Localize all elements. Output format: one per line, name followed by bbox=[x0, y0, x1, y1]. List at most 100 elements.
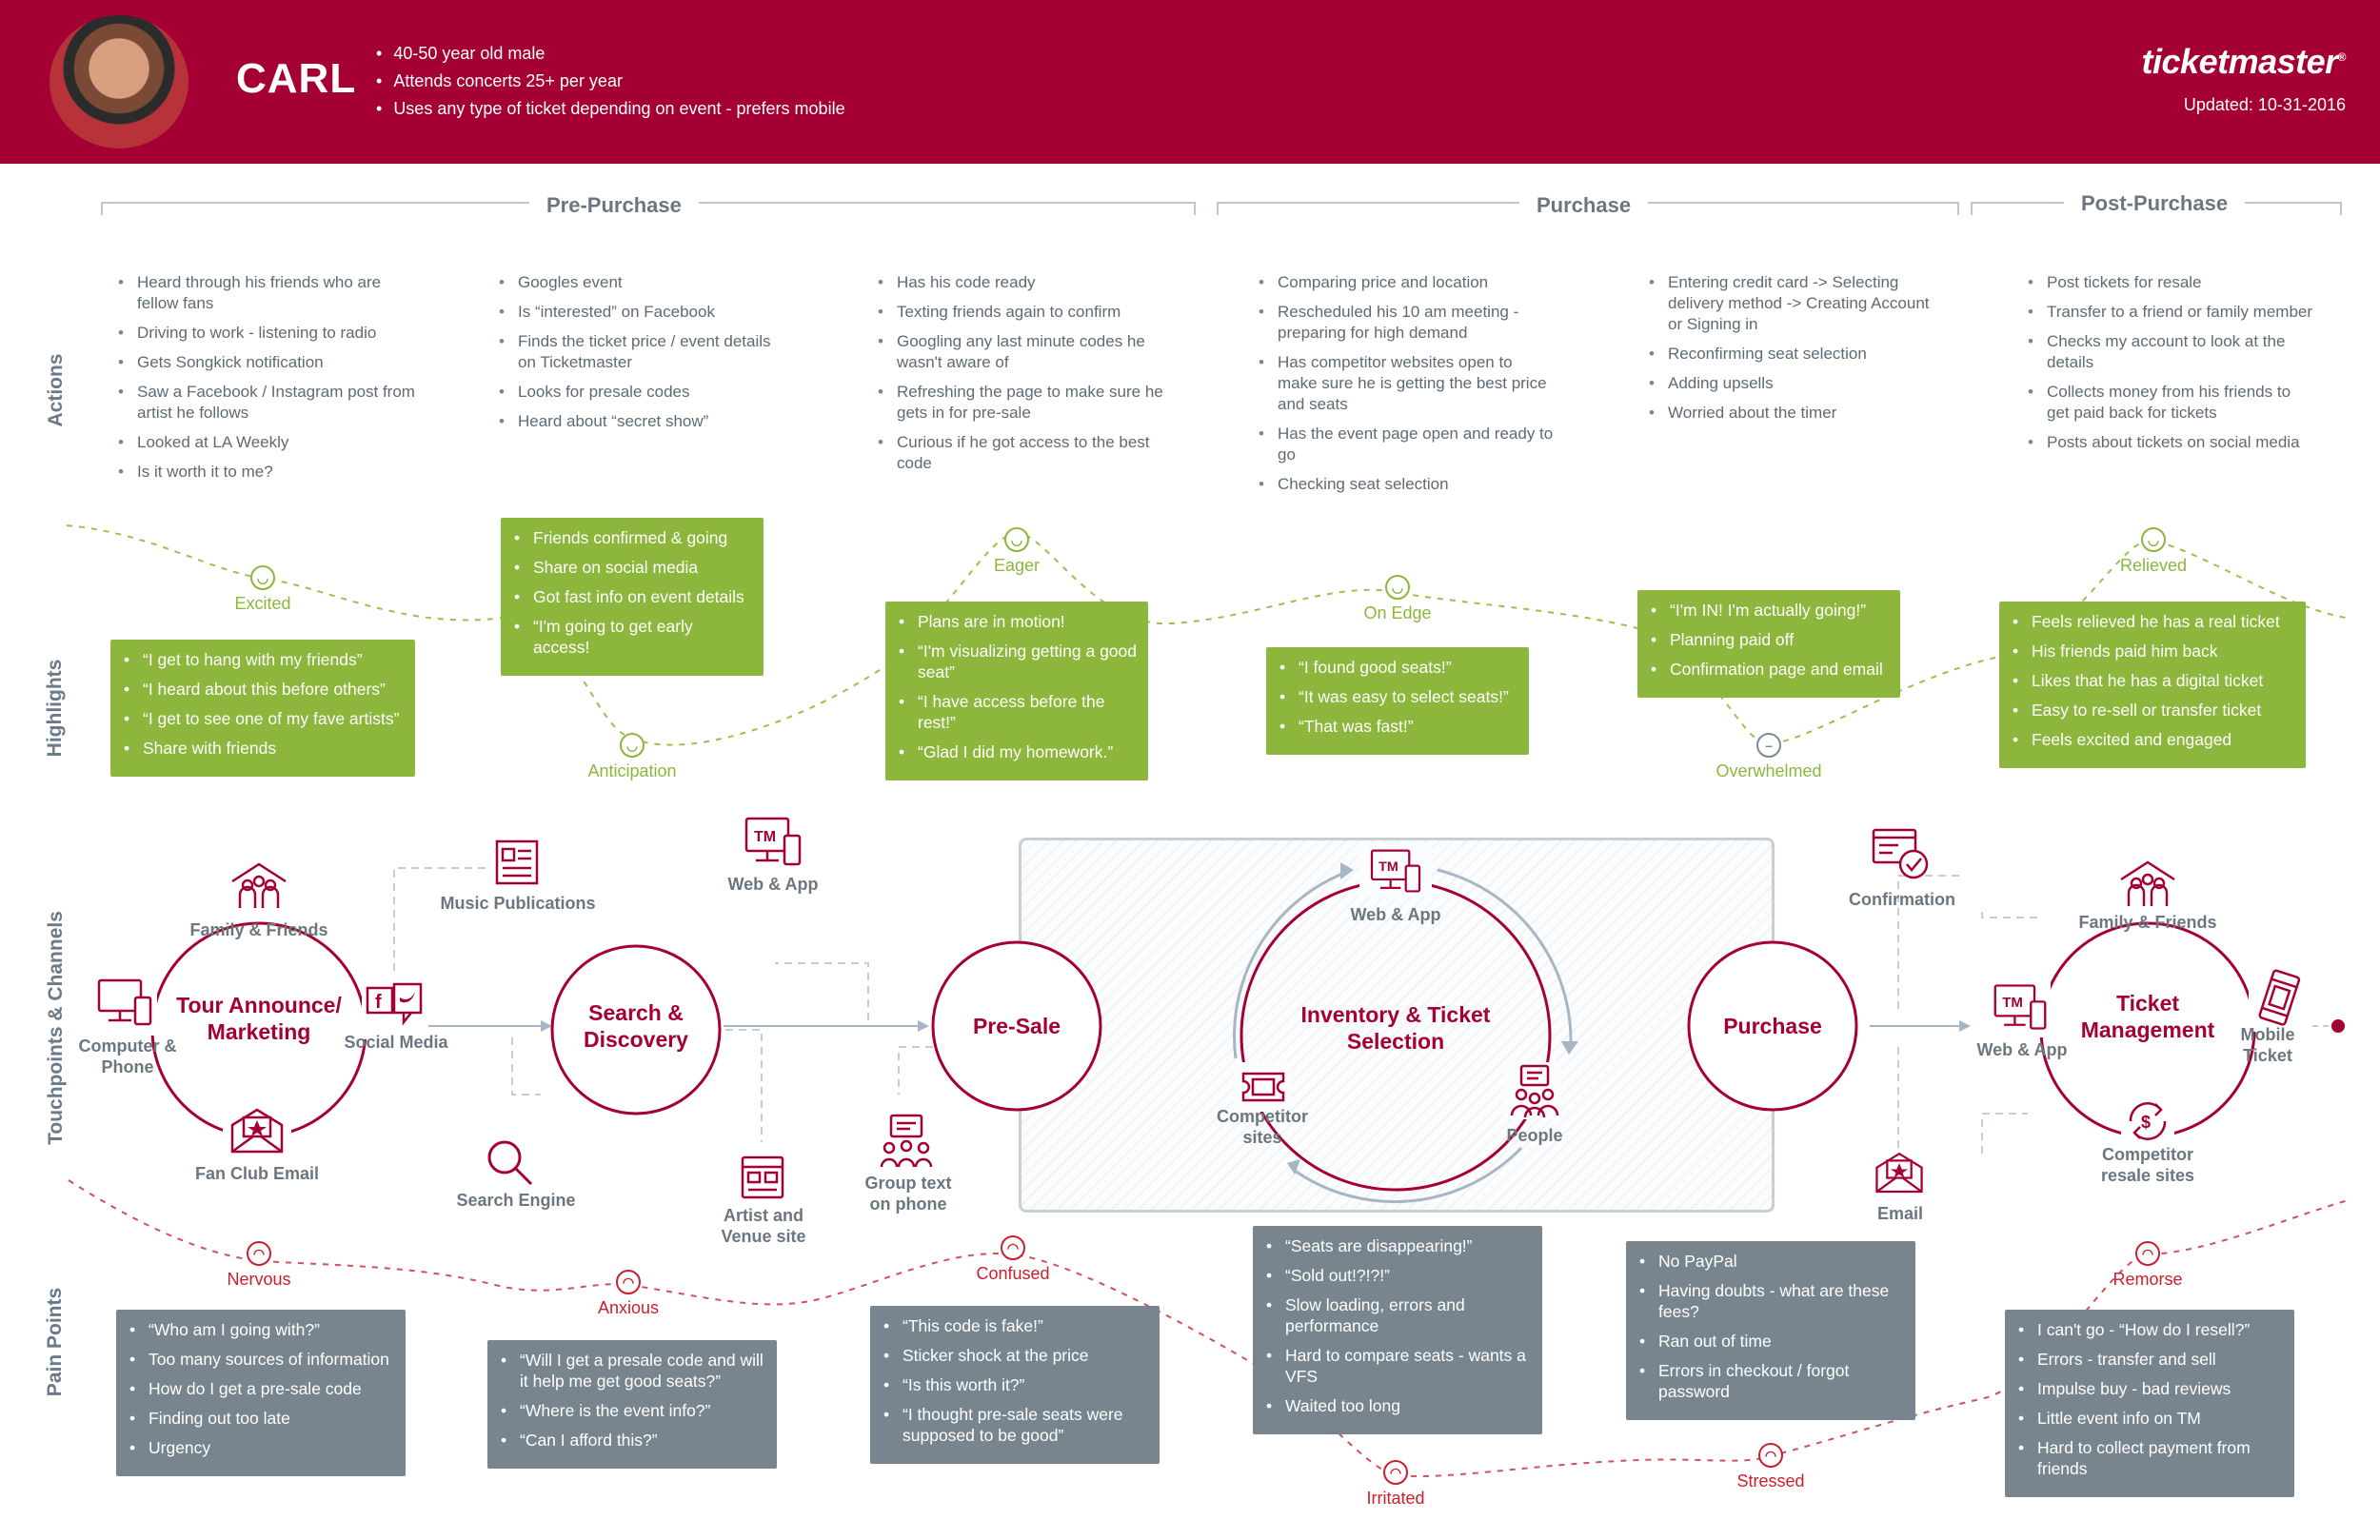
channel-computer-phone: Computer & Phone bbox=[78, 1037, 177, 1076]
actions-column-2: Googles event Is “interested” on Faceboo… bbox=[499, 272, 784, 441]
action-item: Post tickets for resale bbox=[2028, 272, 2313, 293]
icon-backer bbox=[1234, 1062, 1291, 1112]
highlight-item: Share on social media bbox=[514, 557, 752, 578]
channel-music-publications: Music Publications bbox=[440, 894, 596, 913]
twitter-glyph bbox=[400, 992, 415, 1003]
pain-point-box: “Seats are disappearing!” “Sold out!?!?!… bbox=[1253, 1226, 1542, 1434]
action-item: Worried about the timer bbox=[1649, 403, 1944, 424]
channel-fan-club-email: Fan Club Email bbox=[194, 1164, 320, 1183]
group-text-icon bbox=[880, 1114, 933, 1168]
channel-family-friends: Family & Friends bbox=[2078, 913, 2217, 932]
cycle-arrow-heads bbox=[1287, 862, 1578, 1175]
action-item: Heard through his friends who are fellow… bbox=[118, 272, 423, 314]
pain-curve bbox=[68, 1179, 2352, 1477]
purchase-ring bbox=[1687, 940, 1858, 1112]
web-app-icon: TM bbox=[1993, 984, 2047, 1030]
emotion-irritated: ◠ Irritated bbox=[1319, 1460, 1472, 1509]
action-item: Is “interested” on Facebook bbox=[499, 302, 784, 323]
tm-glyph: TM bbox=[1378, 859, 1398, 875]
emotion-label: Stressed bbox=[1736, 1471, 1805, 1491]
pain-point-item: Errors - transfer and sell bbox=[2018, 1349, 2283, 1370]
pain-point-box: I can't go - “How do I resell?” Errors -… bbox=[2005, 1310, 2294, 1497]
tm-glyph: TM bbox=[754, 829, 776, 845]
pain-point-item: “Who am I going with?” bbox=[129, 1319, 394, 1340]
action-item: Checks my account to look at the details bbox=[2028, 331, 2313, 373]
confirmation-icon bbox=[1872, 828, 1929, 879]
sad-face-icon: ◠ bbox=[247, 1241, 271, 1266]
action-item: Gets Songkick notification bbox=[118, 352, 423, 373]
channel-group-text: Group text on phone bbox=[864, 1174, 952, 1214]
highlight-box: “I found good seats!” “It was easy to se… bbox=[1266, 647, 1529, 755]
pain-point-item: “Seats are disappearing!” bbox=[1266, 1235, 1531, 1256]
pain-point-item: “This code is fake!” bbox=[883, 1315, 1148, 1336]
sad-face-icon: ◠ bbox=[616, 1270, 641, 1294]
channel-web-app: Web & App bbox=[727, 875, 819, 894]
sad-face-icon: ◠ bbox=[1758, 1443, 1783, 1468]
persona-fact: Uses any type of ticket depending on eve… bbox=[376, 95, 1042, 123]
emotion-label: Remorse bbox=[2112, 1270, 2183, 1289]
emotion-relieved: ◡ Relieved bbox=[2077, 527, 2230, 576]
tm-glyph: TM bbox=[2002, 995, 2023, 1011]
artist-venue-icon bbox=[741, 1155, 784, 1199]
happy-face-icon: ◡ bbox=[2141, 527, 2166, 552]
action-item: Posts about tickets on social media bbox=[2028, 432, 2313, 453]
highlight-item: Easy to re-sell or transfer ticket bbox=[2013, 700, 2294, 721]
highlight-item: “I'm going to get early access! bbox=[514, 616, 752, 658]
pain-point-item: Sticker shock at the price bbox=[883, 1345, 1148, 1366]
channel-email: Email bbox=[1876, 1204, 1924, 1223]
highlight-box: Feels relieved he has a real ticket His … bbox=[1999, 602, 2306, 768]
action-item: Driving to work - listening to radio bbox=[118, 323, 423, 344]
action-item: Heard about “secret show” bbox=[499, 411, 784, 432]
action-item: Has his code ready bbox=[878, 272, 1173, 293]
highlight-item: “I'm IN! I'm actually going!” bbox=[1651, 600, 1889, 621]
pain-point-box: “This code is fake!” Sticker shock at th… bbox=[870, 1306, 1160, 1464]
stage-tour-announce: Tour Announce/ Marketing bbox=[176, 993, 342, 1044]
highlight-box: “I'm IN! I'm actually going!” Planning p… bbox=[1637, 590, 1900, 698]
people-icon bbox=[1510, 1064, 1559, 1117]
stage-pre-sale: Pre-Sale bbox=[972, 1014, 1061, 1038]
social-media-icon: f bbox=[366, 982, 423, 1026]
mobile-ticket-icon bbox=[2258, 969, 2301, 1026]
pain-point-item: “Can I afford this?” bbox=[501, 1430, 765, 1451]
happy-face-icon: ◡ bbox=[1385, 575, 1410, 600]
channel-confirmation: Confirmation bbox=[1849, 890, 1955, 909]
action-item: Refreshing the page to make sure he gets… bbox=[878, 382, 1173, 424]
action-item: Googles event bbox=[499, 272, 784, 293]
happy-face-icon: ◡ bbox=[250, 565, 275, 590]
pain-point-item: Having doubts - what are these fees? bbox=[1639, 1280, 1904, 1322]
emotion-label: Anticipation bbox=[587, 761, 677, 780]
happy-face-icon: ◡ bbox=[620, 733, 645, 758]
persona-fact: Attends concerts 25+ per year bbox=[376, 68, 1042, 95]
channel-connectors bbox=[393, 867, 2037, 1154]
channel-people: People bbox=[1506, 1126, 1563, 1145]
neutral-face-icon: – bbox=[1756, 733, 1781, 758]
pain-point-item: How do I get a pre-sale code bbox=[129, 1378, 394, 1399]
pain-point-item: “Will I get a presale code and will it h… bbox=[501, 1350, 765, 1392]
pain-point-item: Too many sources of information bbox=[129, 1349, 394, 1370]
action-item: Texting friends again to confirm bbox=[878, 302, 1173, 323]
family-icon bbox=[2120, 860, 2175, 906]
pain-point-item: Errors in checkout / forgot password bbox=[1639, 1360, 1904, 1402]
channel-family-friends: Family & Friends bbox=[189, 920, 328, 939]
fan-club-email-icon bbox=[230, 1108, 284, 1154]
pain-point-item: Urgency bbox=[129, 1437, 394, 1458]
highlight-item: Share with friends bbox=[124, 738, 404, 759]
avatar bbox=[50, 15, 188, 148]
highlight-item: “It was easy to select seats!” bbox=[1279, 686, 1517, 707]
pain-point-box: “Will I get a presale code and will it h… bbox=[487, 1340, 777, 1469]
highlight-box: Friends confirmed & going Share on socia… bbox=[501, 518, 764, 676]
pain-point-item: “Is this worth it?” bbox=[883, 1374, 1148, 1395]
action-item: Adding upsells bbox=[1649, 373, 1944, 394]
emotion-remorse: ◠ Remorse bbox=[2072, 1241, 2224, 1290]
pain-point-item: Little event info on TM bbox=[2018, 1408, 2283, 1429]
channel-artist-venue: Artist and Venue site bbox=[721, 1206, 806, 1246]
pain-point-item: “Sold out!?!?!” bbox=[1266, 1265, 1531, 1286]
action-item: Looks for presale codes bbox=[499, 382, 784, 403]
sad-face-icon: ◠ bbox=[2135, 1241, 2160, 1266]
emotion-confused: ◠ Confused bbox=[937, 1235, 1089, 1284]
action-item: Transfer to a friend or family member bbox=[2028, 302, 2313, 323]
persona-facts: 40-50 year old male Attends concerts 25+… bbox=[376, 40, 1042, 123]
web-app-icon: TM bbox=[1370, 849, 1421, 893]
emotion-stressed: ◠ Stressed bbox=[1695, 1443, 1847, 1491]
